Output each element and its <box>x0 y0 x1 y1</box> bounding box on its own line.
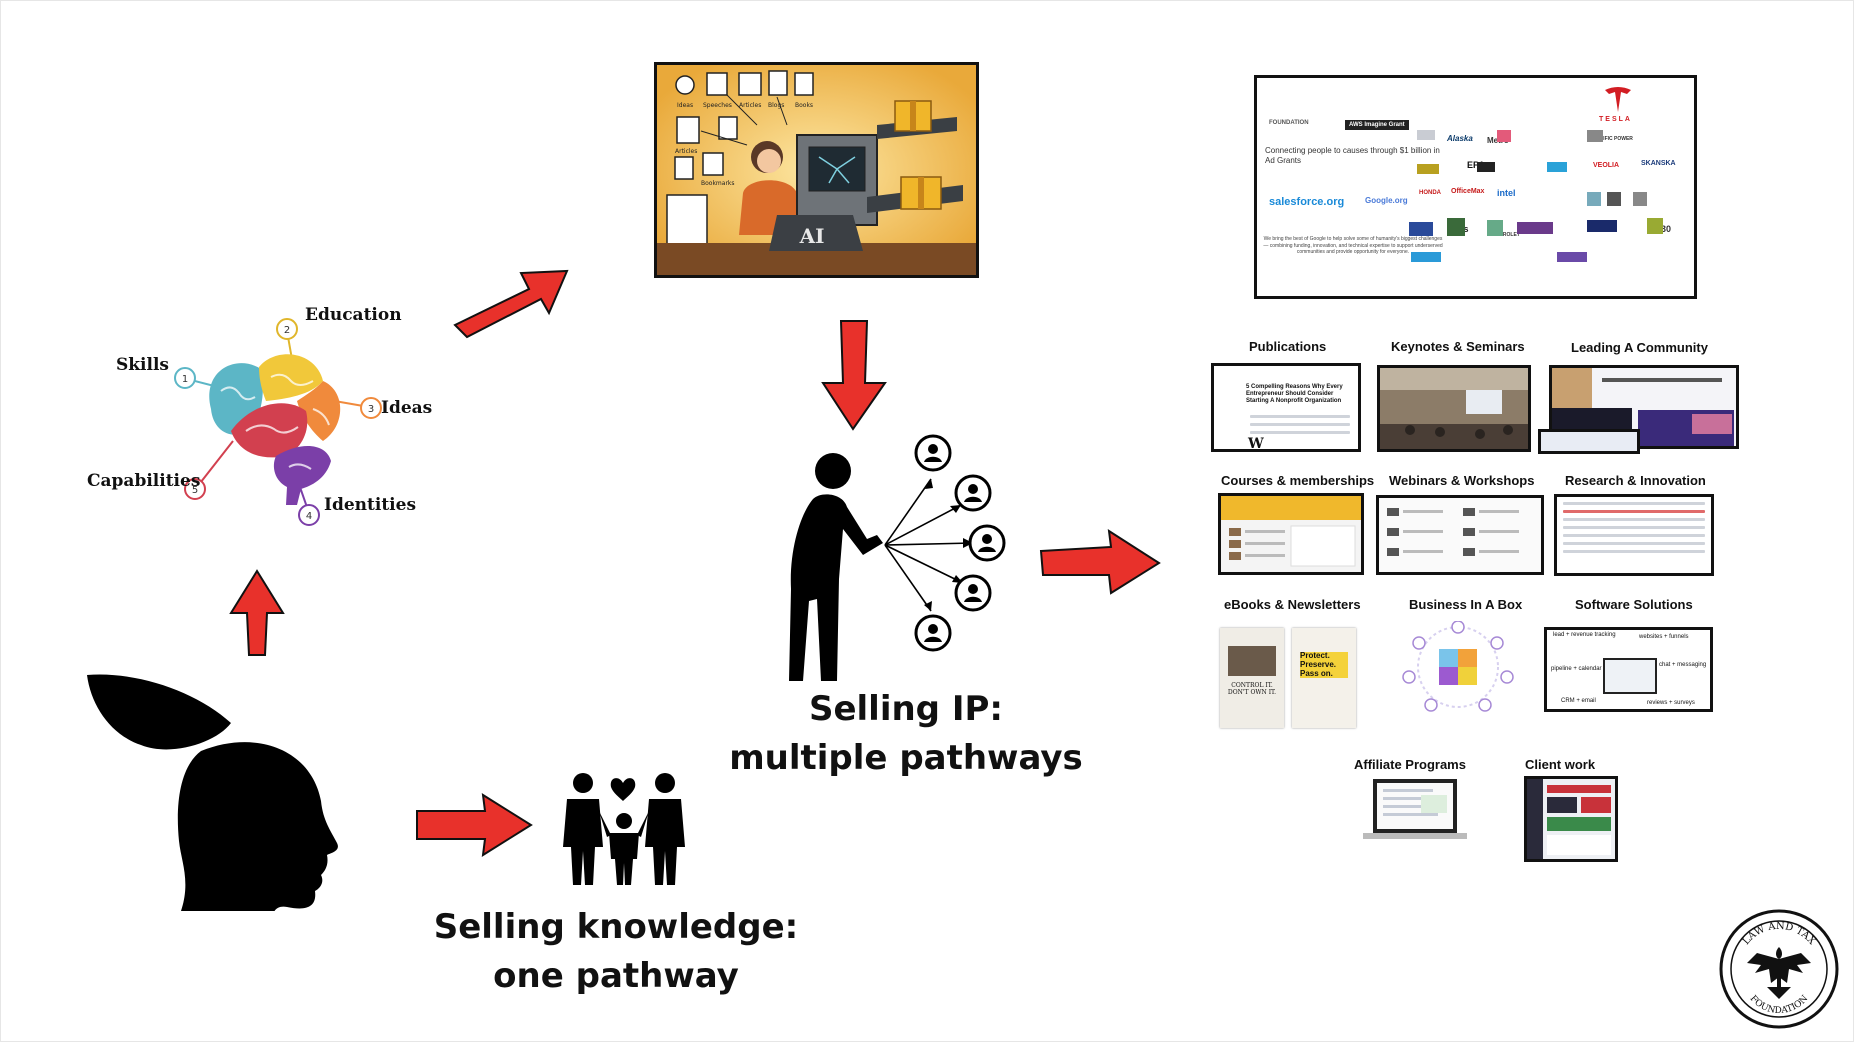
logo-veolia: VEOLIA <box>1593 162 1620 169</box>
node-number-education: 2 <box>284 325 290 336</box>
thumb-research <box>1554 494 1714 576</box>
business-box-icon <box>1402 621 1514 712</box>
software-chat: chat + messaging <box>1659 662 1707 668</box>
logo-officemax: OfficeMax <box>1451 188 1485 195</box>
node-number-capabilities: 5 <box>192 485 198 496</box>
family-icon <box>563 773 685 885</box>
label-research: Research & Innovation <box>1565 473 1706 488</box>
doc-label-articles-2: Articles <box>675 148 697 155</box>
logo-google-org: Google.org <box>1365 196 1408 205</box>
ai-machine-icon: Ideas Speeches Articles Blogs Books Arti… <box>657 65 976 275</box>
foundation-seal-logo: LAW AND TAX FOUNDATION <box>1719 909 1839 1029</box>
logo-chevrolet: CHEVROLET <box>1489 232 1520 238</box>
arrow-diagonal-up-right <box>453 269 569 339</box>
logo-pacific-power: PACIFIC POWER <box>1593 136 1633 142</box>
doc-label-books: Books <box>795 102 813 109</box>
doc-label-ideas: Ideas <box>677 102 693 109</box>
software-lead: lead + revenue tracking <box>1553 632 1616 638</box>
label-identities: Identities <box>324 495 417 515</box>
label-business-box: Business In A Box <box>1409 597 1523 612</box>
software-pipeline: pipeline + calendar <box>1551 666 1602 672</box>
logo-epa: EPA <box>1467 160 1485 170</box>
grant-headline: Connecting people to causes through $1 b… <box>1265 146 1440 165</box>
logo-skanska: SKANSKA <box>1641 160 1676 167</box>
software-websites: websites + funnels <box>1639 634 1689 640</box>
ebook-left-title: CONTROL IT. DON'T OWN IT. <box>1227 682 1277 696</box>
logo-intel: intel <box>1497 188 1516 198</box>
selling-ip-caption: Selling IP: multiple pathways <box>721 685 1091 784</box>
logo-honda: HONDA <box>1419 190 1441 196</box>
arrow-right-knowledge <box>416 793 533 857</box>
doc-label-speeches: Speeches <box>703 102 732 109</box>
ebook-right-title: Protect. Preserve. Pass on. <box>1300 651 1348 679</box>
label-education: Education <box>305 305 402 325</box>
partner-logo-grid <box>1409 130 1663 262</box>
publication-title: 5 Compelling Reasons Why Every Entrepren… <box>1246 384 1343 404</box>
laptop-ai-text: AI <box>799 224 825 248</box>
thumb-affiliate <box>1363 779 1467 839</box>
aws-badge: AWS Imagine Grant <box>1345 120 1409 130</box>
thumb-webinars <box>1376 495 1544 575</box>
doc-label-blogs: Blogs <box>768 102 784 109</box>
brain-icon: 1 2 3 5 4 <box>174 318 382 526</box>
ai-ip-illustration: Ideas Speeches Articles Blogs Books Arti… <box>654 62 979 278</box>
label-ideas: Ideas <box>381 398 433 418</box>
open-head-icon <box>81 674 338 911</box>
person-sharing-icon <box>789 434 1006 681</box>
selling-ip-line2: multiple pathways <box>729 738 1083 779</box>
label-affiliate: Affiliate Programs <box>1354 757 1466 772</box>
doc-label-articles: Articles <box>739 102 761 109</box>
tesla-icon <box>1605 87 1631 112</box>
thumb-keynotes <box>1377 365 1531 452</box>
label-skills: Skills <box>116 355 170 375</box>
sponsors-collage: FOUNDATION AWS Imagine Grant Connecting … <box>1254 75 1697 299</box>
selling-knowledge-caption: Selling knowledge: one pathway <box>431 903 801 1002</box>
arrow-down <box>821 320 887 431</box>
thumb-software: lead + revenue tracking websites + funne… <box>1544 627 1713 712</box>
node-number-identities: 4 <box>306 511 312 522</box>
software-reviews: reviews + surveys <box>1647 700 1695 706</box>
label-client-work: Client work <box>1525 757 1596 772</box>
doc-label-bookmarks: Bookmarks <box>701 180 735 187</box>
logo-salesforce: salesforce.org <box>1269 196 1345 208</box>
node-number-skills: 1 <box>182 374 188 385</box>
brain-mindmap: 1 2 3 5 4 <box>61 291 441 531</box>
label-leading-community: Leading A Community <box>1571 340 1708 355</box>
logo-tesla: TESLA <box>1599 116 1632 123</box>
software-crm: CRM + email <box>1561 698 1596 704</box>
selling-ip-line1: Selling IP: <box>808 689 1004 729</box>
label-ebooks: eBooks & Newsletters <box>1224 597 1361 612</box>
logo-alaska: Alaska <box>1447 134 1473 143</box>
selling-knowledge-line1: Selling knowledge: <box>433 907 799 947</box>
selling-knowledge-line2: one pathway <box>493 956 739 997</box>
foundation-name: FOUNDATION <box>1269 120 1309 126</box>
node-number-ideas: 3 <box>368 404 374 415</box>
label-software: Software Solutions <box>1575 597 1693 612</box>
thumb-client-work <box>1524 776 1618 862</box>
arrow-right-ip <box>1039 529 1161 595</box>
arrow-up <box>229 569 285 656</box>
label-courses: Courses & memberships <box>1221 473 1375 488</box>
label-capabilities: Capabilities <box>87 471 201 491</box>
label-keynotes: Keynotes & Seminars <box>1391 339 1525 354</box>
thumb-publications: 5 Compelling Reasons Why Every Entrepren… <box>1211 363 1361 452</box>
thumb-courses <box>1218 493 1364 575</box>
foundation-body: We bring the best of Google to help solv… <box>1263 236 1443 255</box>
thumb-leading-community-2 <box>1538 429 1640 454</box>
thumb-ebooks: CONTROL IT. DON'T OWN IT. Protect. Prese… <box>1220 628 1356 728</box>
label-publications: Publications <box>1249 339 1327 354</box>
label-webinars: Webinars & Workshops <box>1389 473 1535 488</box>
